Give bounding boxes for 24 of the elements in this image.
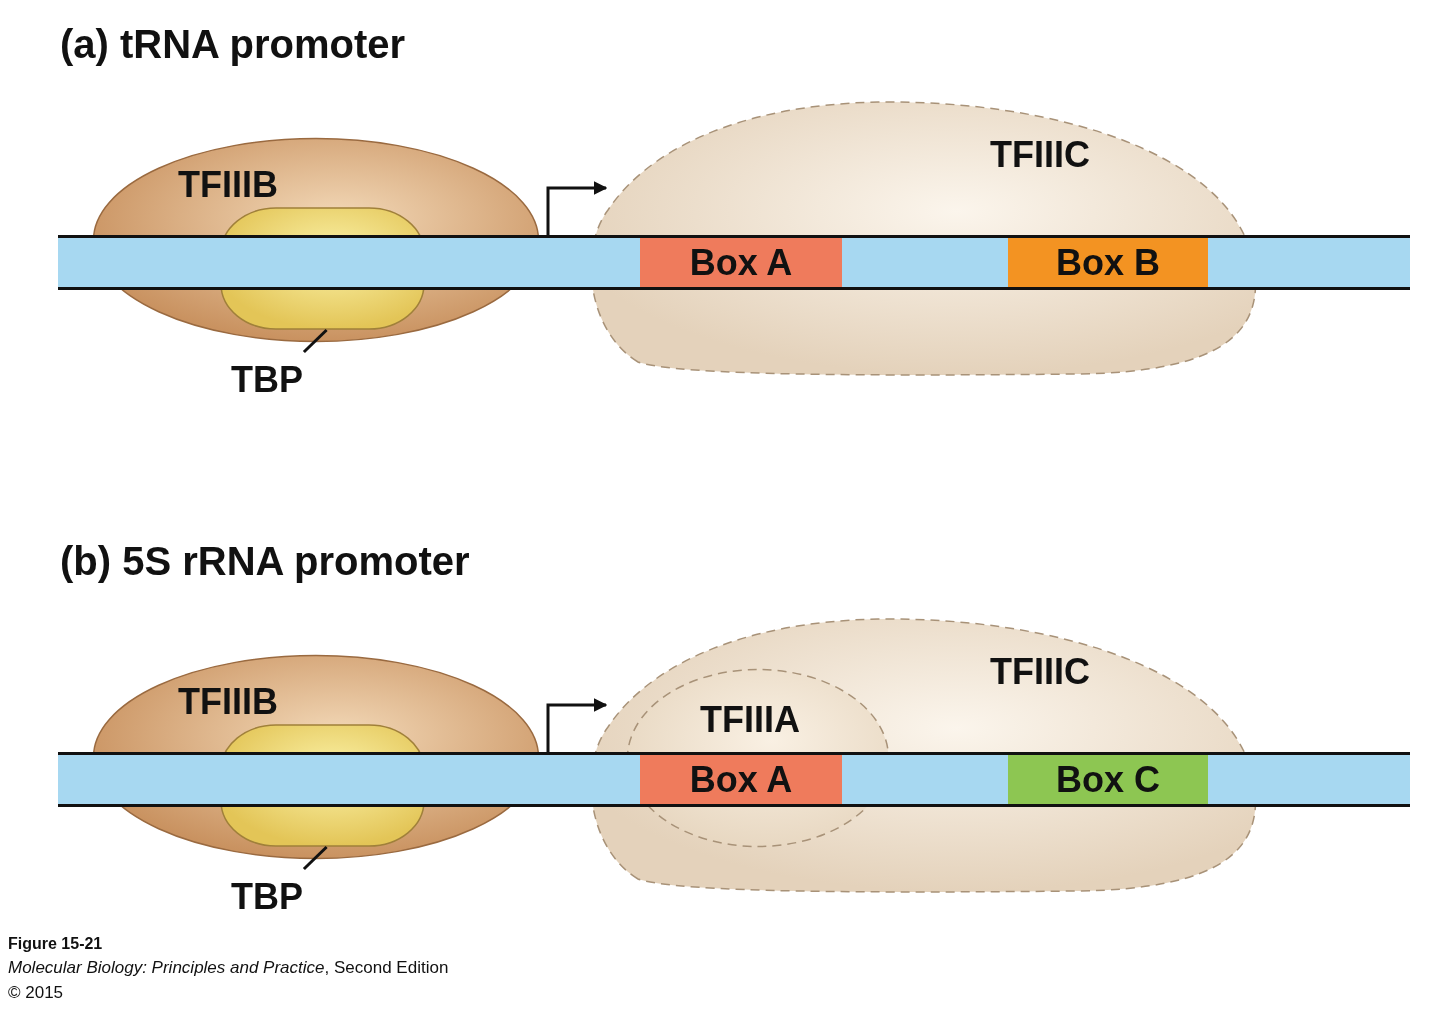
copyright-notice: © 2015 — [8, 983, 64, 1003]
protein-name: TFIIIC — [990, 654, 1090, 690]
protein-label: TBP — [226, 869, 308, 917]
promoter-element — [1008, 755, 1208, 804]
leader-line — [302, 845, 328, 871]
protein-name: TFIIIB — [178, 684, 278, 720]
promoter-element — [1008, 238, 1208, 287]
promoter-element — [640, 238, 842, 287]
transcription-start-arrow — [546, 181, 608, 235]
element-label: Box A — [689, 244, 793, 281]
element-label: Box A — [689, 761, 793, 798]
element-label: Box B — [1056, 244, 1160, 281]
protein-name: TFIIIB — [178, 167, 278, 203]
transcription-start-arrow — [546, 698, 608, 752]
protein-name: TFIIIC — [990, 137, 1090, 173]
protein-name: TFIIIA — [700, 702, 800, 738]
element-label: Box C — [1056, 761, 1160, 798]
protein-label: TBP — [226, 352, 308, 400]
panel-title: (b) 5S rRNA promoter — [60, 539, 470, 584]
leader-line — [302, 328, 328, 354]
panel-title: (a) tRNA promoter — [60, 22, 406, 67]
source-citation: Molecular Biology: Principles and Practice, Second Edition — [8, 958, 449, 978]
figure-number: Figure 15-21 — [8, 935, 103, 953]
promoter-element — [640, 755, 842, 804]
